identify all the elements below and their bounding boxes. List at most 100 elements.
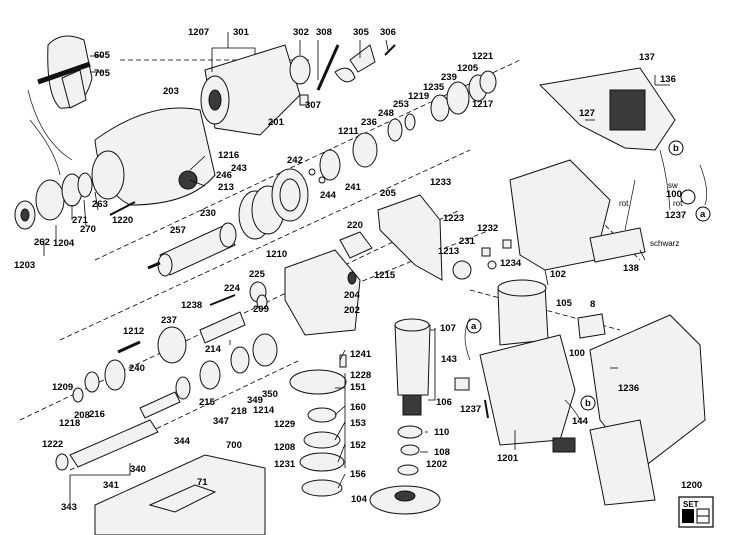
part-label: 8	[590, 299, 595, 310]
piston-assembly	[147, 222, 237, 277]
part-label: 1231	[274, 459, 296, 470]
part-label: 1233	[430, 177, 451, 188]
part-label: 302	[293, 27, 309, 38]
part-label: 1201	[497, 453, 519, 464]
part-label: 100	[666, 189, 682, 200]
leader-lines	[43, 32, 670, 505]
part-label: 1213	[438, 246, 459, 257]
part-label: 1218	[59, 418, 80, 429]
wire-label: rot	[619, 199, 629, 208]
part-label: 208	[74, 410, 90, 421]
callout-letters: a b a b	[471, 143, 706, 409]
part-label: 127	[579, 108, 595, 119]
part-label: 201	[268, 117, 285, 128]
set-badge	[678, 496, 714, 528]
part-label: 203	[163, 86, 179, 97]
part-label: 1208	[274, 442, 295, 453]
part-label: 1202	[426, 459, 447, 470]
callout-letter: a	[700, 209, 706, 220]
part-label: 1200	[681, 480, 702, 491]
part-label: 1222	[42, 439, 63, 450]
part-label: 204	[344, 290, 361, 301]
part-label: 343	[61, 502, 77, 513]
part-label: 1228	[350, 370, 371, 381]
part-label: 271	[72, 215, 89, 226]
chuck-parts	[14, 172, 136, 230]
part-label: 1217	[472, 99, 493, 110]
part-label: 1223	[443, 213, 464, 224]
part-label: 1215	[374, 270, 396, 281]
part-label: 307	[305, 100, 321, 111]
part-label: 340	[130, 464, 146, 475]
locking-parts	[316, 44, 396, 91]
part-label: 104	[351, 494, 368, 505]
part-label: 107	[440, 323, 456, 334]
part-label: 151	[350, 382, 367, 393]
part-label: 220	[347, 220, 363, 231]
part-label: 230	[200, 208, 216, 219]
part-label: 1234	[500, 258, 522, 269]
part-label: 305	[353, 27, 370, 38]
part-label: 1236	[618, 383, 639, 394]
part-label: 144	[572, 416, 589, 427]
top-handle	[538, 67, 676, 151]
part-label: 242	[287, 155, 303, 166]
rating-label	[577, 313, 606, 339]
clutch-gear	[238, 168, 309, 240]
part-label: 605	[94, 50, 111, 61]
part-label: 253	[393, 99, 409, 110]
part-label: 1207	[188, 27, 209, 38]
crank	[339, 231, 373, 259]
switch-138	[589, 227, 646, 263]
part-label: 237	[161, 315, 177, 326]
part-label: 341	[103, 480, 120, 491]
impact-parts	[72, 333, 278, 403]
motor-housing	[479, 279, 576, 453]
part-label: 143	[441, 354, 457, 365]
wire-label: schwarz	[650, 239, 679, 248]
spindle-rings	[352, 70, 497, 168]
part-label: 214	[205, 344, 222, 355]
part-label: 100	[569, 348, 585, 359]
part-label: 108	[434, 447, 450, 458]
part-label: 110	[434, 427, 449, 438]
part-label: 1205	[457, 63, 479, 74]
part-label: 213	[218, 182, 234, 193]
part-label: 225	[249, 269, 266, 280]
gearbox-stack	[289, 354, 347, 497]
part-label: 106	[436, 397, 452, 408]
part-label: 152	[350, 440, 366, 451]
clutch-small-parts	[308, 149, 341, 184]
part-label: 236	[361, 117, 377, 128]
part-label: 1241	[350, 349, 372, 360]
part-label: 349	[247, 395, 263, 406]
part-label: 1211	[338, 126, 359, 137]
part-label: 1216	[218, 150, 239, 161]
part-label: 209	[253, 304, 269, 315]
part-label: 705	[94, 68, 111, 79]
part-label: 306	[380, 27, 396, 38]
part-label: 71	[197, 477, 208, 488]
part-label: 231	[459, 236, 476, 247]
part-label: 239	[441, 72, 457, 83]
part-label: 218	[231, 406, 247, 417]
handle-housing	[509, 159, 706, 506]
part-label: 347	[213, 416, 229, 427]
wire-label: sw	[668, 181, 678, 190]
part-label: 1209	[52, 382, 73, 393]
part-labels: 605 705 203 1207 301 302 308 305 306 121…	[14, 27, 702, 513]
part-label: 700	[226, 440, 242, 451]
part-label: 244	[320, 190, 337, 201]
part-label: 202	[344, 305, 360, 316]
gear-small-parts	[452, 239, 512, 280]
part-label: 1204	[53, 238, 75, 249]
part-label: 1237	[460, 404, 481, 415]
center-housing	[284, 249, 361, 336]
part-label: 240	[129, 363, 145, 374]
part-label: 1229	[274, 419, 295, 430]
part-label: 153	[350, 418, 366, 429]
wire-labels: rot sw rot schwarz	[619, 181, 683, 248]
part-label: 1212	[123, 326, 144, 337]
part-label: 246	[216, 170, 232, 181]
